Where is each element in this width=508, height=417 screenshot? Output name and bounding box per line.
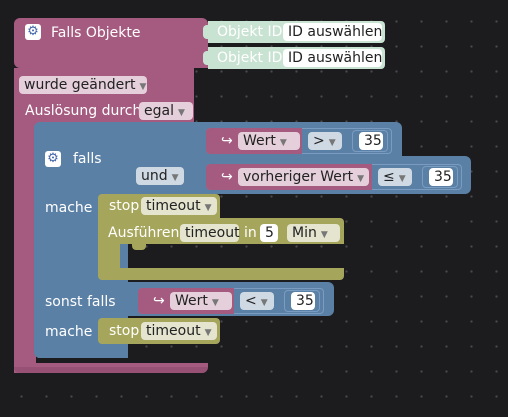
and-block-tab bbox=[124, 130, 130, 144]
stop-timer-value: timeout bbox=[146, 198, 201, 214]
operator-value-3: < bbox=[245, 293, 257, 309]
dropdown-arrow-icon: ▼ bbox=[139, 82, 147, 92]
if-label: falls bbox=[73, 151, 102, 167]
gear-icon[interactable]: ⚙ bbox=[45, 151, 61, 167]
dropdown-arrow-icon: ▼ bbox=[171, 173, 179, 183]
property-dropdown-1[interactable]: Wert▼ bbox=[238, 132, 300, 150]
do2-label: mache bbox=[45, 324, 93, 340]
triggered-by-dropdown[interactable]: egal▼ bbox=[139, 102, 193, 120]
dropdown-arrow-icon: ▼ bbox=[211, 298, 219, 308]
dropdown-arrow-icon: ▼ bbox=[328, 138, 336, 148]
delay-unit-value: Min bbox=[292, 225, 317, 241]
stop2-timer-value: timeout bbox=[146, 323, 201, 339]
arrow-return-icon: ↪ bbox=[153, 293, 165, 309]
stop2-label: stop bbox=[109, 323, 140, 339]
property-value-2: vorheriger Wert bbox=[243, 169, 354, 185]
if-block-footer bbox=[34, 340, 128, 358]
arrow-return-icon: ↪ bbox=[221, 133, 233, 149]
gear-icon[interactable]: ⚙ bbox=[25, 24, 41, 40]
elseif-label: sonst falls bbox=[45, 294, 116, 310]
stop2-timer-dropdown[interactable]: timeout▼ bbox=[141, 322, 217, 340]
property-value-1: Wert bbox=[243, 133, 276, 149]
dropdown-arrow-icon: ▼ bbox=[320, 230, 328, 240]
number-input-1[interactable]: 35 bbox=[359, 132, 383, 150]
operator-value-1: > bbox=[313, 133, 325, 149]
object-id-select-1[interactable]: ID auswählen bbox=[283, 23, 382, 41]
dropdown-arrow-icon: ▼ bbox=[398, 174, 406, 184]
delay-unit-dropdown[interactable]: Min▼ bbox=[287, 224, 340, 242]
object-id-label-1: Objekt ID bbox=[217, 24, 283, 40]
dropdown-arrow-icon: ▼ bbox=[204, 203, 212, 213]
stop-timer-dropdown[interactable]: timeout▼ bbox=[141, 197, 217, 215]
property-dropdown-2[interactable]: vorheriger Wert▼ bbox=[238, 168, 369, 186]
change-type-value: wurde geändert bbox=[24, 77, 136, 93]
and-label: und▼ bbox=[136, 167, 187, 186]
exec-timer-bottom bbox=[98, 268, 344, 280]
property-value-3: Wert bbox=[175, 293, 208, 309]
operator-dropdown-3[interactable]: <▼ bbox=[240, 292, 274, 310]
number-input-2[interactable]: 35 bbox=[429, 168, 453, 186]
exec-timer-value: timeout bbox=[185, 225, 240, 241]
dropdown-arrow-icon: ▼ bbox=[260, 298, 268, 308]
exec-label: Ausführen bbox=[108, 225, 180, 241]
operator-dropdown-2[interactable]: ≤▼ bbox=[378, 168, 412, 186]
triggered-by-value: egal bbox=[144, 103, 174, 119]
operator-dropdown-1[interactable]: >▼ bbox=[308, 132, 342, 150]
arrow-return-icon: ↪ bbox=[221, 169, 233, 185]
trigger-title: Falls Objekte bbox=[51, 25, 141, 41]
property-dropdown-3[interactable]: Wert▼ bbox=[170, 292, 232, 310]
number-input-3[interactable]: 35 bbox=[291, 292, 315, 310]
object-id-label-2: Objekt ID bbox=[217, 50, 283, 66]
if-block-elseif-row bbox=[34, 282, 134, 316]
dropdown-arrow-icon: ▼ bbox=[279, 138, 287, 148]
triggered-by-label: Auslösung durch bbox=[25, 103, 142, 119]
and-dropdown[interactable]: und▼ bbox=[136, 167, 184, 185]
and-value: und bbox=[141, 168, 168, 184]
dropdown-arrow-icon: ▼ bbox=[177, 108, 185, 118]
object-id-row-2-tab bbox=[203, 51, 209, 65]
change-type-dropdown[interactable]: wurde geändert▼ bbox=[19, 76, 147, 94]
exec-timer-dropdown[interactable]: timeout bbox=[180, 224, 240, 242]
object-id-select-2[interactable]: ID auswählen bbox=[283, 49, 382, 67]
exec-timer-arm bbox=[98, 244, 120, 268]
exec-timer-nub bbox=[132, 244, 146, 250]
delay-input[interactable]: 5 bbox=[260, 224, 278, 242]
in-label: in bbox=[244, 225, 257, 241]
stop-label: stop bbox=[109, 198, 140, 214]
operator-value-2: ≤ bbox=[383, 169, 395, 185]
object-id-row-1-tab bbox=[203, 25, 209, 39]
dropdown-arrow-icon: ▼ bbox=[204, 328, 212, 338]
dropdown-arrow-icon: ▼ bbox=[357, 174, 365, 184]
do-label: mache bbox=[45, 200, 93, 216]
